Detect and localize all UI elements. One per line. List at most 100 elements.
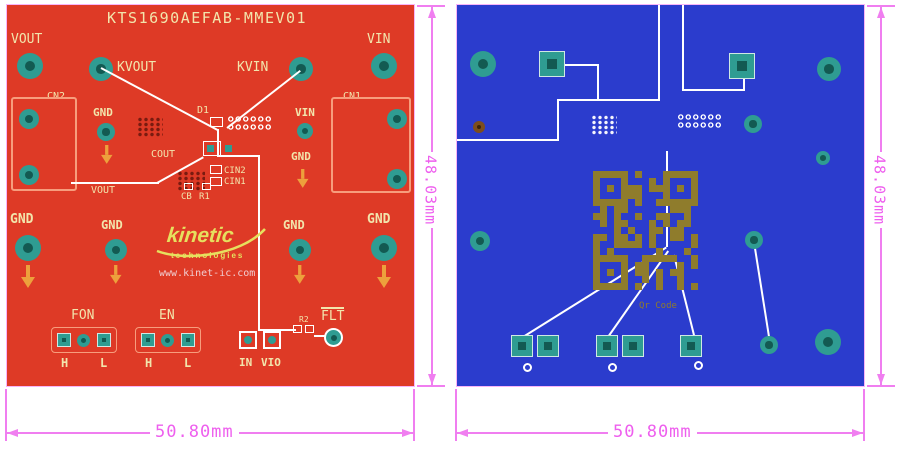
smd-test-pad	[622, 335, 644, 357]
dim-height-left-label: 48.03mm	[422, 152, 440, 229]
dim-extension-line	[417, 385, 445, 387]
jumper-fon-pin-l: L	[100, 356, 108, 370]
gnd-mid-left-pad	[97, 123, 115, 141]
smd-test-pad	[537, 335, 559, 357]
gnd-row-pad	[371, 235, 397, 261]
gnd-row-pad	[289, 239, 311, 261]
flt-label: FLT	[321, 307, 345, 324]
kinetic-logo-url: www.kinet-ic.com	[159, 268, 256, 279]
board-title: KTS1690AEFAB-MMEV01	[107, 9, 308, 27]
dim-extension-line	[867, 385, 895, 387]
gnd-row-label: GND	[283, 218, 305, 232]
gnd-mid-left-label: GND	[93, 106, 113, 119]
qr-code-label: Qr Code	[639, 301, 677, 311]
pcb-top-view: KTS1690AEFAB-MMEV01 VOUT KVOUT KVIN VIN …	[6, 4, 415, 387]
copper-trace	[258, 329, 296, 331]
pin-vio-label: VIO	[261, 356, 281, 369]
smd-pad	[207, 145, 214, 152]
dim-extension-line	[867, 5, 895, 7]
copper-trace	[557, 99, 660, 101]
jumper-en-outline	[135, 327, 201, 353]
component-cin2-label: CIN2	[224, 166, 246, 176]
connector-cn2-pad	[19, 109, 39, 129]
connector-cn1-outline	[331, 97, 411, 193]
testpoint-vout-label: VOUT	[11, 32, 43, 47]
dim-arrow-icon	[428, 7, 436, 18]
component-cout-label: COUT	[151, 149, 176, 160]
jumper-fon-pad	[77, 334, 90, 347]
dim-extension-line	[863, 389, 865, 441]
res-r1-outline	[202, 183, 211, 190]
jumper-en-pin-h: H	[145, 356, 153, 370]
component-d1-label: D1	[197, 105, 210, 116]
connector-cn1-pad	[387, 109, 407, 129]
jumper-fon-pin-h: H	[61, 356, 69, 370]
pin-in-label: IN	[239, 356, 253, 369]
via-pad	[744, 115, 762, 133]
smd-test-pad	[729, 53, 755, 79]
copper-trace	[258, 155, 260, 331]
gnd-row-pad	[105, 239, 127, 261]
jumper-en-pad	[181, 333, 195, 347]
vout-net-label: VOUT	[91, 185, 116, 196]
connector-cn2-pad	[19, 165, 39, 185]
testpoint-kvin-label: KVIN	[237, 60, 269, 75]
jumper-en-label: EN	[159, 308, 175, 323]
kinetic-logo-text: kinetic	[165, 224, 235, 247]
dim-arrow-icon	[877, 7, 885, 18]
ring-via	[523, 363, 532, 372]
gnd-row-pad	[15, 235, 41, 261]
jumper-fon-label: FON	[71, 308, 95, 323]
via-pad	[817, 57, 841, 81]
copper-trace	[682, 89, 745, 91]
via-pad	[473, 121, 485, 133]
gnd-arrow-icon	[294, 265, 306, 286]
dim-arrow-icon	[877, 374, 885, 385]
via-pad	[745, 231, 763, 249]
res-r2-outline	[293, 325, 302, 333]
testpoint-vin-label: VIN	[367, 32, 391, 47]
via-pad	[470, 231, 490, 251]
dim-arrow-icon	[7, 429, 18, 437]
smd-test-pad	[539, 51, 565, 77]
copper-trace	[552, 64, 598, 66]
copper-trace	[753, 241, 771, 342]
cap-cb-outline	[184, 183, 193, 190]
jumper-fon-outline	[51, 327, 117, 353]
copper-trace	[658, 5, 660, 101]
cap-cin1-outline	[210, 177, 222, 186]
dim-height-right-label: 48.03mm	[871, 152, 889, 229]
pcb-bottom-view: Qr Code	[456, 4, 865, 387]
dim-arrow-icon	[402, 429, 413, 437]
via-pad	[470, 51, 496, 77]
pin-in-pad	[239, 331, 257, 349]
component-cb-label: CB	[181, 192, 192, 202]
copper-trace	[314, 335, 328, 337]
via-cluster	[677, 113, 723, 129]
cap-cout-outline	[203, 141, 221, 156]
via-cluster	[591, 115, 617, 135]
gnd-arrow-icon	[377, 265, 391, 290]
vin-mid-label: VIN	[295, 106, 315, 119]
copper-trace	[217, 155, 260, 157]
smd-pad	[225, 145, 232, 152]
gnd-arrow-icon	[21, 265, 35, 290]
testpoint-vin-pad	[371, 53, 397, 79]
dim-width-right-label: 50.80mm	[608, 423, 697, 442]
via-pad	[815, 329, 841, 355]
gnd-arrow-icon	[297, 169, 309, 190]
dim-extension-line	[413, 389, 415, 441]
vin-mid-pad	[297, 123, 313, 139]
gnd-arrow-icon	[110, 265, 122, 286]
jumper-fon-pad	[97, 333, 111, 347]
via-pad	[760, 336, 778, 354]
copper-trace	[557, 99, 559, 141]
copper-trace	[682, 5, 684, 91]
jumper-en-pin-l: L	[184, 356, 192, 370]
via-cluster	[137, 117, 163, 137]
cap-cin2-outline	[210, 165, 222, 174]
smd-test-pad	[596, 335, 618, 357]
dim-extension-line	[5, 389, 7, 441]
connector-cn1-label: CN1	[343, 91, 362, 102]
